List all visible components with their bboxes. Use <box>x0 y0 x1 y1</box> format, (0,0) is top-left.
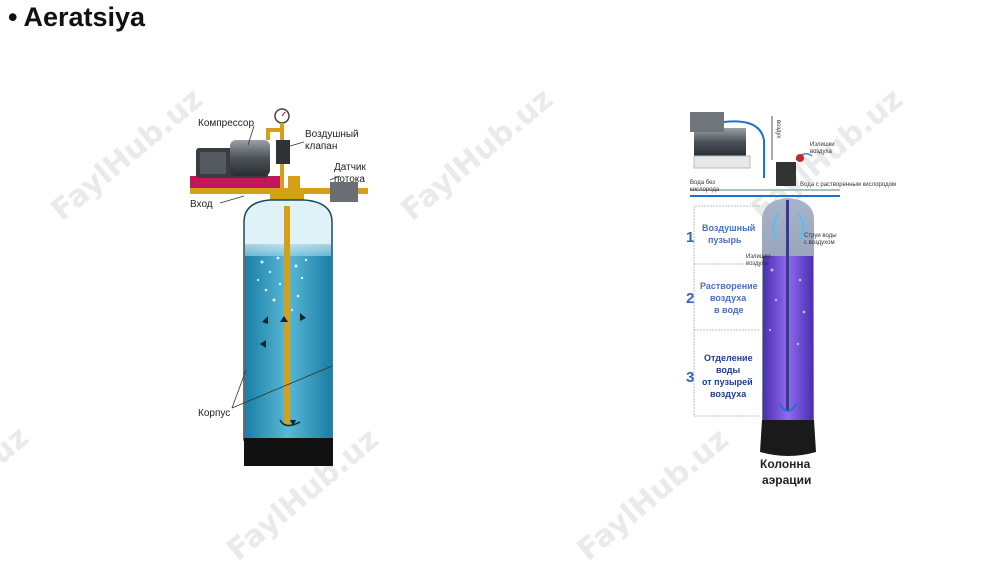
column-bottom-arrow <box>779 403 797 412</box>
label-water-no-o2-2: кислорода <box>690 187 720 193</box>
step-line: Растворение <box>700 281 758 291</box>
step-number: 3 <box>686 369 694 386</box>
step-3: 3 Отделение воды от пузырей воздуха <box>686 353 753 399</box>
step-line: Воздушный <box>702 223 755 233</box>
compressor-grille <box>200 152 226 174</box>
inlet-pipe <box>190 188 368 194</box>
label-flow-sensor-2: потока <box>334 174 365 185</box>
water-jet-right <box>797 213 805 239</box>
gauge-needle <box>281 111 286 117</box>
water-jet-left <box>772 213 779 239</box>
valve-fitting <box>288 176 300 190</box>
tank-base <box>244 438 333 466</box>
step-2: 2 Растворение воздуха в воде <box>686 281 758 315</box>
label-air-valve-2: клапан <box>305 141 337 152</box>
step-number: 1 <box>686 229 694 246</box>
column-bubbles <box>768 268 806 346</box>
compressor-right <box>694 128 746 156</box>
label-water-no-o2-1: Вода без <box>690 180 715 186</box>
label-water-jets-1: Струи воды <box>804 233 837 239</box>
label-excess-air-2: воздуха <box>810 149 832 155</box>
center-tube <box>284 206 290 426</box>
watermark: FaylHub.uz <box>395 82 560 228</box>
step-line: в воде <box>714 305 744 315</box>
step-line: от пузырей <box>702 377 753 387</box>
compressor-pipe <box>266 128 280 140</box>
step-line: воздуха <box>710 389 747 399</box>
right-aeration-diagram: воздух Излишки воздуха Вода без кислород… <box>686 112 896 487</box>
label-water-dissolved: Вода с растворенным кислородом <box>800 182 896 188</box>
flow-sensor-icon <box>330 182 358 202</box>
air-bubbles <box>256 256 308 312</box>
step-line: воды <box>716 365 741 375</box>
label-air-valve-1: Воздушный <box>305 129 359 140</box>
label-compressor: Компрессор <box>198 118 254 129</box>
step-line: Отделение <box>704 353 753 363</box>
label-air-in: воздух <box>775 120 781 139</box>
step-brackets <box>693 205 760 417</box>
label-excess-inner-1: Излишки <box>746 254 771 260</box>
step-number: 2 <box>686 290 694 307</box>
air-valve-icon <box>276 140 290 164</box>
air-hose <box>723 120 765 178</box>
title-text: Aeratsiya <box>23 2 146 32</box>
outlet-swirl <box>279 419 301 427</box>
title-bullet: • <box>8 2 18 32</box>
label-flow-sensor-1: Датчик <box>334 162 366 173</box>
flow-arrows <box>260 313 306 426</box>
leader-lines <box>219 125 341 409</box>
compressor-right-base <box>693 155 751 169</box>
label-water-jets-2: с воздухом <box>804 240 835 246</box>
slide-title: •Aeratsiya <box>8 2 145 33</box>
compressor-right-head <box>690 112 724 132</box>
head-valve <box>776 162 796 186</box>
watermark: FaylHub.uz <box>45 82 210 228</box>
label-excess-air-1: Излишки <box>810 142 835 148</box>
step-line: пузырь <box>708 235 742 245</box>
column-center-tube <box>786 200 789 410</box>
column-caption-1: Колонна <box>760 457 811 471</box>
watermark: FaylHub.uz <box>571 422 736 562</box>
label-housing: Корпус <box>198 408 230 419</box>
column-caption-2: аэрации <box>762 473 811 487</box>
label-inlet: Вход <box>190 199 213 210</box>
relief-valve-icon <box>796 154 804 162</box>
compressor-base <box>190 176 280 188</box>
step-line: воздуха <box>710 293 747 303</box>
compressor-head <box>230 140 270 176</box>
step-1: 1 Воздушный пузырь <box>686 223 755 246</box>
watermark: FaylHub.uz <box>0 420 36 562</box>
column-base <box>760 420 816 456</box>
left-aeration-diagram: Компрессор Воздушный клапан Датчик поток… <box>190 108 368 466</box>
